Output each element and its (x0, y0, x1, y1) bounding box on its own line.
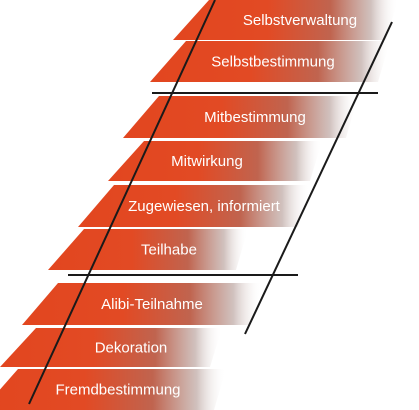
rung-label-3: Mitbestimmung (204, 109, 306, 126)
rung-label-7: Alibi-Teilnahme (101, 296, 203, 313)
rung-label-6: Teilhabe (141, 242, 197, 259)
rung-band-2 (150, 41, 390, 82)
rung-label-4: Mitwirkung (171, 153, 243, 170)
rung-band-4 (108, 141, 322, 181)
rung-band-3 (123, 96, 358, 138)
rung-label-5: Zugewiesen, informiert (128, 198, 281, 215)
rung-label-9: Fremdbestimmung (55, 382, 180, 399)
ladder-rail-left (28, 0, 216, 405)
rung-band-6 (48, 229, 248, 270)
rung-label-1: Selbstverwaltung (243, 12, 357, 29)
rung-band-8 (0, 328, 222, 367)
rung-label-2: Selbstbestimmung (211, 54, 334, 71)
ladder-rails (28, 0, 393, 405)
rung-label-8: Dekoration (95, 340, 168, 357)
rung-band-5 (78, 185, 310, 227)
level-dividers (68, 92, 378, 276)
rung-band-7 (22, 283, 262, 325)
ladder-rail-right (244, 21, 393, 335)
rung-labels: SelbstverwaltungSelbstbestimmungMitbesti… (55, 12, 357, 399)
rung-band-1 (173, 0, 398, 40)
rung-bands (0, 0, 398, 410)
rung-band-9 (0, 369, 226, 410)
